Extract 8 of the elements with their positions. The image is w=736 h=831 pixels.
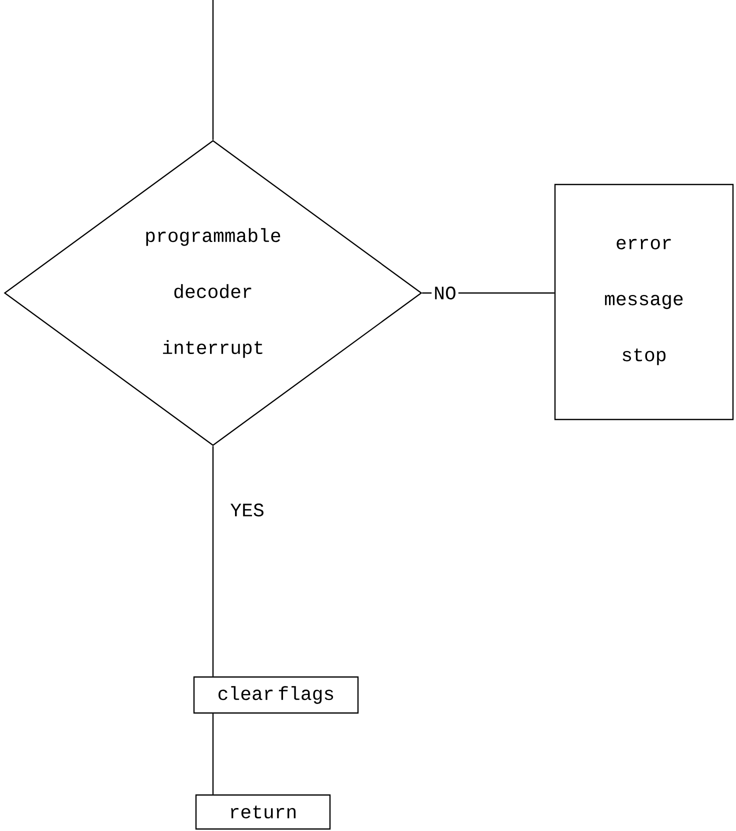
edge-label: NO xyxy=(432,284,458,302)
process-box: return xyxy=(195,794,331,830)
connector-line xyxy=(212,714,214,794)
edge-label: YES xyxy=(230,504,264,516)
connector-line xyxy=(212,0,214,140)
connector-line xyxy=(212,446,214,676)
process-box: clear flags xyxy=(193,676,359,714)
process-box: error message stop xyxy=(554,184,734,420)
